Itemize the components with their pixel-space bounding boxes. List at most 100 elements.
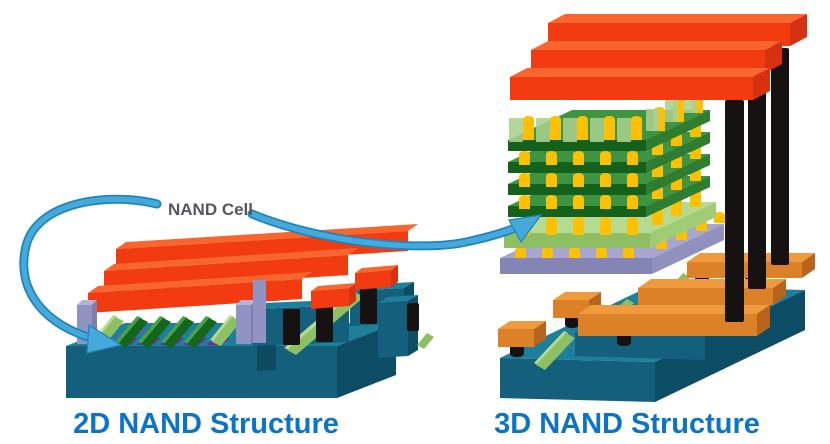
nand-cell-label: NAND Cell [168, 200, 253, 219]
black-pillar [283, 309, 300, 345]
cell-stripe [141, 318, 171, 348]
yellow-pillar [546, 195, 557, 209]
left-arrow-head [86, 323, 123, 354]
red-bar-front [88, 279, 302, 313]
red-bar-front [510, 77, 753, 100]
yellow-pillar [573, 195, 584, 209]
cell-stripe [187, 318, 217, 348]
yellow-pillar [623, 247, 634, 258]
green-layer-side [646, 110, 710, 151]
yellow-pillar [577, 116, 588, 140]
cell-stripe [118, 318, 148, 348]
yellow-pillar [569, 247, 580, 258]
lavender-layer-side [652, 224, 724, 274]
lavender-pillar-front [236, 305, 251, 344]
cell-stripe-top [138, 316, 165, 344]
green-layer-front [508, 162, 646, 173]
label-2d-nand: 2D NAND Structure [73, 408, 339, 440]
yellow-pillar [546, 151, 557, 165]
cell-stripe [164, 318, 194, 348]
yellow-pillar [546, 217, 557, 235]
orange-bar-front [638, 288, 773, 305]
yellow-pillar [600, 195, 611, 209]
right-arrow-head [508, 214, 543, 244]
green-tab [563, 118, 577, 142]
annotation-arrows [19, 194, 543, 354]
3d-red-bars [510, 14, 807, 100]
red-cap-front [311, 288, 349, 309]
green-tab [617, 118, 631, 142]
red-bar-top [510, 68, 770, 77]
black-pillar [407, 303, 419, 331]
light-green-bar-top [534, 331, 568, 365]
3d-black-columns [725, 48, 789, 322]
yellow-pillar [546, 173, 557, 187]
orange-bar-end [802, 253, 815, 278]
select-gate-tabs [509, 91, 697, 142]
2d-nand-structure [66, 224, 434, 398]
yellow-pillar [627, 195, 638, 209]
green-layer-side [646, 132, 710, 173]
yellow-pillar [542, 247, 553, 258]
light-green-bar [536, 333, 575, 370]
yellow-pillar [573, 173, 584, 187]
orange-pad-side [534, 321, 546, 347]
yellow-pillar [600, 173, 611, 187]
yellow-pillar [573, 217, 584, 235]
yellow-pillar [604, 116, 615, 140]
cell-stripe-top [184, 316, 211, 344]
orange-bar-top [578, 305, 770, 314]
green-tab [646, 109, 659, 131]
red-bar-top [531, 41, 782, 50]
yellow-pillar [627, 151, 638, 165]
2d-cell-array [93, 315, 241, 348]
red-bar-front [531, 50, 765, 73]
black-column [725, 100, 744, 322]
red-cap-1 [311, 283, 356, 309]
red-cap-front [355, 270, 391, 290]
orange-pad-top [553, 292, 601, 300]
red-bar-top [104, 248, 358, 271]
3d-layer-stack [500, 89, 725, 274]
red-cap-end [349, 283, 356, 306]
left-arrow-shaft [21, 196, 160, 342]
black-pillar [360, 288, 377, 324]
red-cap-2 [355, 265, 398, 290]
orange-bar-end [757, 305, 770, 336]
lavender-layer-front [500, 258, 652, 274]
red-bar-top [548, 14, 807, 23]
yellow-pillar [573, 151, 584, 165]
3d-nand-structure [498, 14, 815, 402]
yellow-pillar [627, 173, 638, 187]
yellow-pillar [519, 195, 530, 209]
lavender-pillar-top [236, 300, 256, 305]
yellow-pillar [631, 116, 642, 140]
cell-stripe-top [115, 316, 142, 344]
right-arrow-shaft [249, 211, 533, 249]
yellow-pillar [519, 173, 530, 187]
black-pillar [316, 306, 333, 342]
lavender-pillar-front [253, 280, 266, 343]
yellow-pillar [600, 217, 611, 235]
red-cap-top [311, 283, 356, 291]
cell-stripe-top [161, 316, 188, 344]
red-cap-top [355, 265, 398, 273]
green-layer-side [646, 176, 710, 217]
green-tab [509, 118, 523, 142]
yellow-pillar [515, 247, 526, 258]
yellow-pillar [627, 217, 638, 235]
red-bar-top [116, 224, 418, 249]
orange-bar-front [687, 262, 802, 278]
green-layer-front [508, 206, 646, 217]
green-tab [590, 118, 604, 142]
green-layer-side [646, 154, 710, 195]
red-bar-top [88, 272, 312, 293]
light-green-layer-side [650, 202, 716, 248]
black-column [748, 73, 766, 289]
green-tab [665, 100, 678, 122]
black-column [771, 48, 789, 265]
yellow-pillar [523, 116, 534, 140]
2d-right-contacts [283, 265, 434, 355]
red-bar-front [548, 23, 790, 46]
